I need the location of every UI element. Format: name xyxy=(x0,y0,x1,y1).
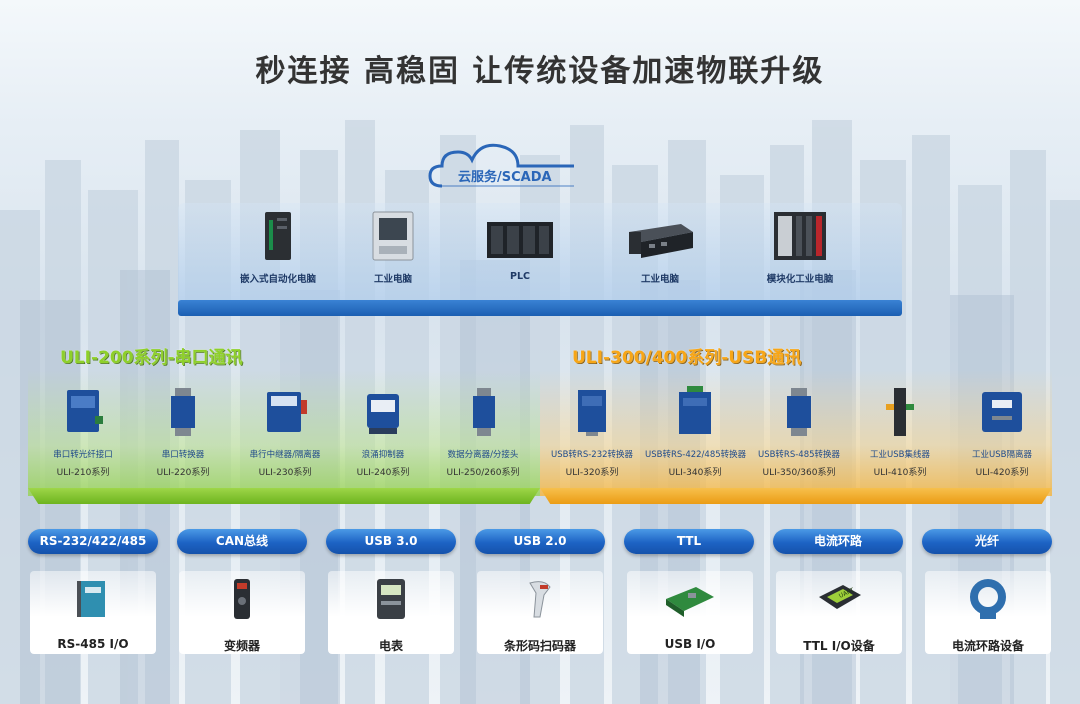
product-model: ULI-230系列 xyxy=(258,468,312,478)
barcode-scanner-icon xyxy=(529,581,551,618)
serial-series-platform xyxy=(28,370,540,496)
endpoint-card-rs485-io[interactable]: RS-485 I/O xyxy=(30,571,156,654)
product-uli-350-360[interactable]: USB转RS-485转换器 ULI-350/360系列 xyxy=(749,386,849,478)
interface-button-fiber[interactable]: 光纤 xyxy=(922,529,1052,554)
device-embedded-pc[interactable]: 嵌入式自动化电脑 xyxy=(228,210,328,285)
device-label: PLC xyxy=(510,271,530,282)
serial-fiber-converter-icon xyxy=(67,390,103,432)
series-200-label: ULI-200系列-串口通讯 xyxy=(60,348,243,368)
interface-button-usb-2[interactable]: USB 2.0 xyxy=(475,529,605,554)
current-sensor-icon xyxy=(970,579,1006,619)
product-name: 工业USB隔离器 xyxy=(972,450,1032,460)
product-uli-220[interactable]: 串口转换器 ULI-220系列 xyxy=(133,386,233,478)
product-uli-410[interactable]: 工业USB集线器 ULI-410系列 xyxy=(850,386,950,478)
product-uli-230[interactable]: 串行中继器/隔离器 ULI-230系列 xyxy=(235,386,335,478)
serial-converter-icon xyxy=(171,388,195,436)
serial-repeater-icon xyxy=(267,392,307,432)
usb-rs422-485-converter-icon xyxy=(679,386,711,434)
product-name: USB转RS-485转换器 xyxy=(757,450,841,460)
endpoint-label: 条形码扫码器 xyxy=(503,639,576,653)
interface-button-ttl[interactable]: TTL xyxy=(624,529,754,554)
endpoint-label: 变频器 xyxy=(223,639,260,653)
device-box-pc[interactable]: 工业电脑 xyxy=(610,210,710,285)
product-model: ULI-220系列 xyxy=(156,468,210,478)
modular-pc-icon xyxy=(774,212,826,260)
cloud-icon xyxy=(428,143,574,188)
device-label: 工业电脑 xyxy=(640,274,679,285)
product-uli-320[interactable]: USB转RS-232转换器 ULI-320系列 xyxy=(542,386,642,478)
product-model: ULI-350/360系列 xyxy=(762,468,836,478)
endpoint-label: 电流环路设备 xyxy=(951,639,1024,653)
device-label: 嵌入式自动化电脑 xyxy=(239,274,316,285)
product-name: 工业USB集线器 xyxy=(870,450,930,460)
page-title: 秒连接 高稳固 让传统设备加速物联升级 xyxy=(255,54,825,89)
endpoint-card-barcode-scanner[interactable]: 条形码扫码器 xyxy=(477,571,603,654)
product-uli-240[interactable]: 浪涌抑制器 ULI-240系列 xyxy=(333,386,433,478)
product-uli-250-260[interactable]: 数据分离器/分接头 ULI-250/260系列 xyxy=(433,386,533,478)
endpoint-card-meter[interactable]: 电表 xyxy=(328,571,454,654)
endpoint-card-usb-io[interactable]: USB I/O xyxy=(627,571,753,654)
product-name: 串口转光纤接口 xyxy=(53,450,113,460)
device-plc[interactable]: PLC xyxy=(470,210,570,282)
interface-button-usb-3[interactable]: USB 3.0 xyxy=(326,529,456,554)
interface-button-rs232-422-485[interactable]: RS-232/422/485 xyxy=(28,529,158,554)
surge-suppressor-icon xyxy=(367,394,399,434)
product-name: 串口转换器 xyxy=(161,450,205,460)
serial-series-platform-edge xyxy=(28,488,540,504)
embedded-pc-icon xyxy=(265,212,291,260)
usb-isolator-icon xyxy=(982,392,1022,432)
product-model: ULI-250/260系列 xyxy=(446,468,520,478)
product-name: 串行中继器/隔离器 xyxy=(249,450,321,460)
endpoint-card-current-loop[interactable]: 电流环路设备 xyxy=(925,571,1051,654)
data-splitter-icon xyxy=(473,388,495,436)
device-modular-pc[interactable]: 模块化工业电脑 xyxy=(750,210,850,285)
usb-series-platform-edge xyxy=(540,488,1052,504)
product-name: 浪涌抑制器 xyxy=(361,450,405,460)
endpoint-label: 电表 xyxy=(378,639,403,653)
product-uli-210[interactable]: 串口转光纤接口 ULI-210系列 xyxy=(33,386,133,478)
product-name: 数据分离器/分接头 xyxy=(447,450,519,460)
io-module-icon xyxy=(77,581,105,617)
usb-rs485-converter-icon xyxy=(787,388,811,436)
endpoint-label: RS-485 I/O xyxy=(57,637,129,651)
computer-platform-edge xyxy=(178,300,902,316)
product-model: ULI-410系列 xyxy=(873,468,927,478)
interface-button-can-bus[interactable]: CAN总线 xyxy=(177,529,307,554)
industrial-pc-icon xyxy=(372,211,414,261)
product-name: USB转RS-232转换器 xyxy=(550,450,634,460)
usb-io-board-icon xyxy=(666,587,714,617)
product-name: USB转RS-422/485转换器 xyxy=(645,450,747,460)
product-model: ULI-340系列 xyxy=(668,468,722,478)
interface-button-current-loop[interactable]: 电流环路 xyxy=(773,529,903,554)
endpoint-card-ttl-io[interactable]: UART TTL I/O设备 xyxy=(776,571,902,654)
inverter-icon xyxy=(234,579,250,619)
endpoint-label: USB I/O xyxy=(664,637,716,651)
box-pc-icon xyxy=(629,224,693,258)
cloud-service-label: 云服务/SCADA xyxy=(458,170,552,185)
device-label: 工业电脑 xyxy=(373,274,412,285)
meter-icon xyxy=(377,579,405,619)
product-model: ULI-210系列 xyxy=(56,468,110,478)
uart-chip-icon: UART xyxy=(819,585,861,609)
device-label: 模块化工业电脑 xyxy=(766,274,834,285)
endpoint-label: TTL I/O设备 xyxy=(803,639,875,653)
usb-hub-icon xyxy=(886,388,914,436)
series-300-400-label: ULI-300/400系列-USB通讯 xyxy=(572,348,802,368)
product-model: ULI-320系列 xyxy=(565,468,619,478)
endpoint-card-inverter[interactable]: 变频器 xyxy=(179,571,305,654)
usb-rs232-converter-icon xyxy=(578,390,606,436)
plc-icon xyxy=(487,222,553,258)
product-model: ULI-240系列 xyxy=(356,468,410,478)
product-model: ULI-420系列 xyxy=(975,468,1029,478)
device-industrial-pc[interactable]: 工业电脑 xyxy=(343,210,443,285)
product-uli-340[interactable]: USB转RS-422/485转换器 ULI-340系列 xyxy=(645,386,747,478)
product-uli-420[interactable]: 工业USB隔离器 ULI-420系列 xyxy=(952,386,1052,478)
